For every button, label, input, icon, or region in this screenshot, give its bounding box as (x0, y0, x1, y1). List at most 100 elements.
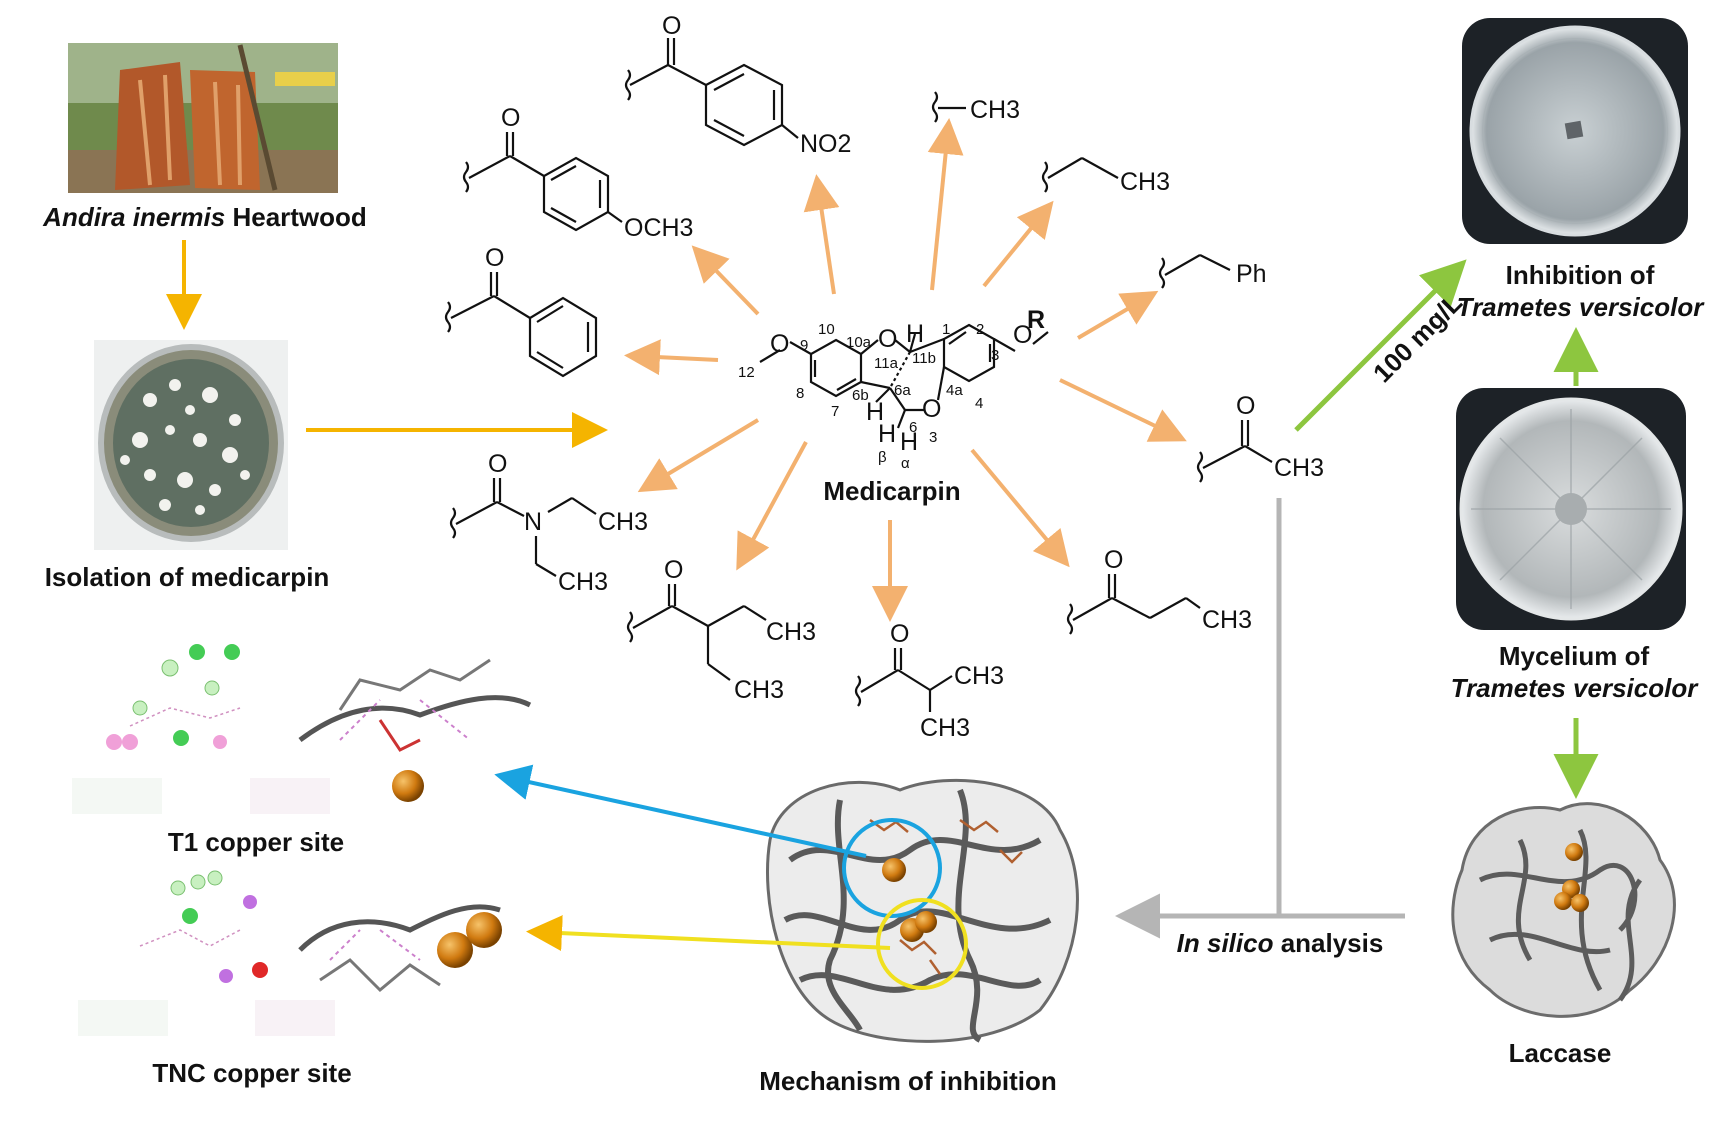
heartwood-photo (68, 43, 338, 193)
substituent-nitrobenzoyl: O NO2 (624, 12, 851, 158)
acetyl-ch3: CH3 (1274, 454, 1324, 482)
mechanism-protein-structure (766, 778, 1079, 1043)
arrow-to-methoxybenzoyl (691, 245, 760, 316)
derivative-arrows (624, 118, 1187, 622)
substituent-ethyl: CH3 (1041, 157, 1170, 196)
arrow-acetyl-to-inhibition (1294, 259, 1467, 432)
pos-6a: 6a (894, 382, 911, 399)
insilico-label: In silico analysis (1177, 928, 1384, 958)
butanoyl-o: O (1104, 546, 1123, 574)
mechanism-label: Mechanism of inhibition (759, 1066, 1057, 1096)
mycelium-label-2: Trametes versicolor (1451, 673, 1700, 703)
substituent-ethylbutanoyl: O CH3 CH3 (626, 556, 816, 704)
pos-4a: 4a (946, 382, 963, 399)
isobutyryl-ch3-a: CH3 (954, 662, 1004, 690)
methoxy-group: OCH3 (624, 214, 693, 242)
arrow-to-ethyl (982, 200, 1054, 288)
arrow-to-benzyl (1076, 290, 1159, 340)
pos-9: 9 (800, 337, 808, 354)
t1-interaction-diagram (72, 644, 330, 814)
pos-11a: 11a (874, 355, 899, 372)
benzoyl-o: O (485, 244, 504, 272)
substituent-acetyl: O CH3 (1196, 392, 1324, 483)
h-beta: H (878, 420, 896, 448)
medicarpin-label: Medicarpin (823, 476, 960, 506)
substituent-benzoyl: O (444, 244, 598, 378)
arrow-to-benzoyl (624, 339, 719, 376)
pos-3: 3 (991, 347, 999, 364)
arrow-to-butanoyl (970, 448, 1070, 568)
medicarpin-o5: O (922, 395, 941, 423)
pos-10: 10 (818, 321, 835, 338)
pos-8: 8 (796, 385, 804, 402)
arrow-to-acetyl (1059, 378, 1187, 442)
ethylbutanoyl-ch3-b: CH3 (734, 676, 784, 704)
substituent-methoxybenzoyl: O OCH3 (462, 104, 693, 242)
inhibition-label-1: Inhibition of (1506, 260, 1655, 290)
benzyl-ph: Ph (1236, 260, 1267, 288)
substituent-benzyl: Ph (1158, 254, 1267, 289)
acetyl-o: O (1236, 392, 1255, 420)
mycelium-plate-photo (1456, 388, 1686, 630)
h-11a: H (906, 320, 924, 348)
isobutyryl-ch3-b: CH3 (920, 714, 970, 742)
carbamoyl-n: N (524, 508, 542, 536)
laccase-label: Laccase (1509, 1038, 1612, 1068)
pos-1: 1 (942, 321, 950, 338)
t1-site-circle (842, 818, 942, 918)
medicarpin-structure: O O O O R H H H H β α 10 10a 11b 1 2 3 9… (738, 306, 1049, 472)
ethylbutanoyl-ch3-a: CH3 (766, 618, 816, 646)
substituent-butanoyl: O CH3 (1066, 546, 1252, 635)
alpha-label: α (901, 455, 910, 472)
ethylbutanoyl-o: O (664, 556, 683, 584)
isolation-label: Isolation of medicarpin (45, 562, 330, 592)
arrow-to-t1-site (494, 764, 867, 858)
isolation-plate-photo (94, 340, 288, 550)
pos-11b: 11b (912, 350, 936, 367)
medicarpin-o12: O (770, 330, 789, 358)
medicarpin-o11: O (878, 325, 897, 353)
medicarpin-o3: O (1013, 321, 1032, 349)
t1-site-label: T1 copper site (168, 827, 344, 857)
pos-10a: 10a (846, 334, 872, 351)
carbamoyl-o: O (488, 450, 507, 478)
arrow-to-diethylcarbamoyl (637, 418, 760, 493)
carbamoyl-ch3-a: CH3 (598, 508, 648, 536)
inhibition-label-2: Trametes versicolor (1457, 292, 1706, 322)
r-group: R (1027, 306, 1045, 334)
methoxybenzoyl-o: O (501, 104, 520, 132)
arrow-to-tnc-site (526, 915, 891, 952)
nitro-group: NO2 (800, 130, 851, 158)
substituent-methyl: CH3 (931, 91, 1020, 124)
heartwood-label: Andira inermis Heartwood (42, 202, 367, 232)
mycelium-label-1: Mycelium of (1499, 641, 1650, 671)
substituent-diethylcarbamoyl: O N CH3 CH3 (449, 450, 648, 596)
methyl-ch3: CH3 (970, 96, 1020, 124)
t1-3d-site (298, 658, 532, 802)
carbamoyl-ch3-b: CH3 (558, 568, 608, 596)
isobutyryl-o: O (890, 620, 909, 648)
arrow-to-nitrobenzoyl (803, 174, 840, 295)
pos-o5-number: 3 (929, 429, 937, 446)
laccase-structure (1451, 802, 1676, 1018)
inhibition-plate-photo (1462, 18, 1688, 244)
pos-12: 12 (738, 364, 755, 381)
pos-7: 7 (831, 403, 839, 420)
h-6a: H (866, 398, 884, 426)
pos-6b: 6b (852, 387, 869, 404)
tnc-3d-site (298, 904, 502, 993)
substituent-isobutyryl: O CH3 CH3 (854, 620, 1004, 742)
arrow-to-ethylbutanoyl (736, 441, 808, 571)
tnc-site-circle (876, 898, 968, 990)
dose-label: 100 mg/L (1367, 287, 1468, 388)
ethyl-ch3: CH3 (1120, 168, 1170, 196)
pos-2: 2 (976, 321, 984, 338)
pos-4: 4 (975, 395, 983, 412)
pos-6: 6 (909, 419, 917, 436)
tnc-interaction-diagram (78, 870, 335, 1036)
nitrobenzoyl-o: O (662, 12, 681, 40)
arrow-to-methyl (927, 118, 964, 291)
beta-label: β (878, 449, 887, 466)
tnc-site-label: TNC copper site (152, 1058, 351, 1088)
